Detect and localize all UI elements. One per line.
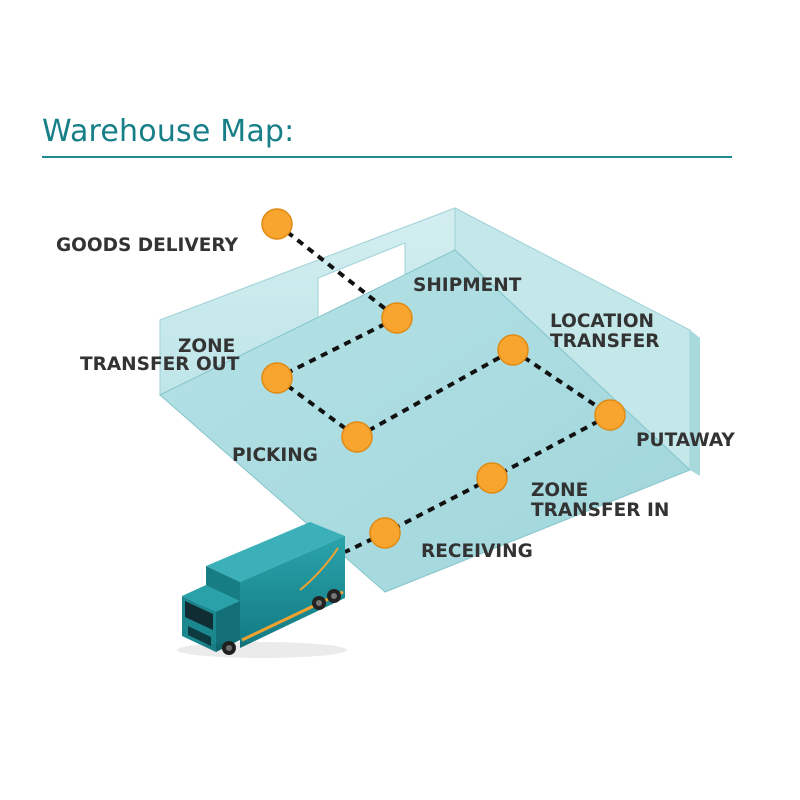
truck-icon <box>177 522 347 658</box>
label-zone-transfer-out-line1: ZONE <box>178 336 235 357</box>
label-zone-transfer-out-line2: TRANSFER OUT <box>80 354 240 375</box>
label-zone-transfer-in-line2: TRANSFER IN <box>531 500 669 521</box>
node-receiving <box>369 517 401 549</box>
label-shipment: SHIPMENT <box>413 275 522 296</box>
node-putaway <box>594 399 626 431</box>
node-shipment <box>381 302 413 334</box>
title-underline <box>42 156 732 158</box>
label-receiving: RECEIVING <box>421 541 533 562</box>
label-zone-transfer-in-line1: ZONE <box>531 480 588 501</box>
label-goods-delivery: GOODS DELIVERY <box>56 235 239 256</box>
node-zone-transfer-out <box>261 362 293 394</box>
route-path <box>275 222 612 554</box>
label-putaway: PUTAWAY <box>636 430 735 451</box>
label-location-transfer-line2: TRANSFER <box>550 331 660 352</box>
node-location-transfer <box>497 334 529 366</box>
node-picking <box>341 421 373 453</box>
label-picking: PICKING <box>232 445 318 466</box>
page-title: Warehouse Map: <box>42 114 295 149</box>
side-wall-right <box>690 330 700 476</box>
node-goods-delivery <box>261 208 293 240</box>
label-location-transfer-line1: LOCATION <box>550 311 654 332</box>
node-zone-transfer-in <box>476 462 508 494</box>
